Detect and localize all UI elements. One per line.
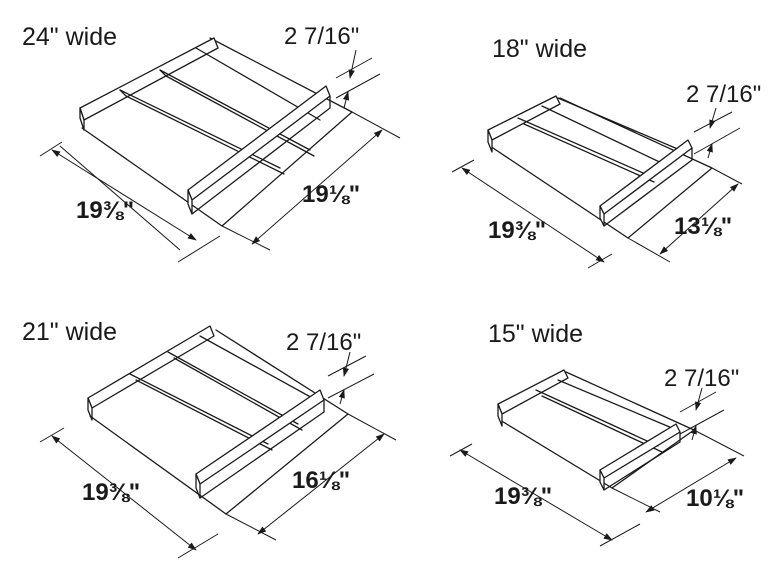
tray-18-inch: 18" wide 19⅜" 13⅛" 2 7/16" [451, 35, 761, 269]
tray-15-width-label: 15" wide [488, 320, 583, 348]
tray-21-height-label: 2 7/16" [286, 329, 361, 356]
tray-21-length-label: 16⅛" [292, 467, 350, 494]
tray-18-width-label: 18" wide [492, 35, 587, 63]
tray-18-length-label: 13⅛" [674, 213, 732, 240]
tray-24-length-label: 19⅛" [302, 181, 360, 208]
tray-15-length-label: 10⅛" [686, 485, 744, 512]
tray-18-height-label: 2 7/16" [686, 81, 761, 108]
tray-15-depth-label: 19⅜" [494, 483, 552, 510]
tray-24-inch: 24" wide 19⅜" 19⅛" 2 7/16" [22, 23, 401, 263]
tray-24-height-label: 2 7/16" [284, 23, 359, 50]
tray-21-width-label: 21" wide [22, 318, 117, 346]
tray-24-width-label: 24" wide [22, 23, 117, 51]
tray-18-depth-label: 19⅜" [488, 217, 546, 244]
tray-21-inch: 21" wide 19⅜" 16⅛" 2 7/16" [22, 318, 397, 559]
tray-15-inch: 15" wide 19⅜" 10⅛" 2 7/16" [449, 320, 745, 547]
tray-24-depth-label: 19⅜" [76, 197, 134, 224]
tray-21-depth-label: 19⅜" [82, 479, 140, 506]
tray-15-height-label: 2 7/16" [664, 365, 739, 392]
